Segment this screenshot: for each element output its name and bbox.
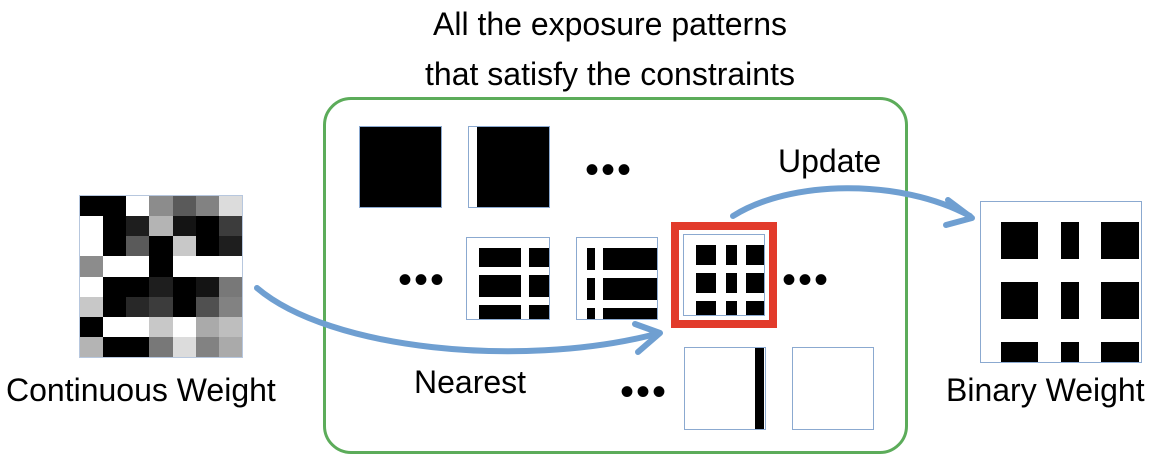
nearest-arrowhead <box>632 321 663 355</box>
continuous-weight-cell <box>126 196 151 217</box>
continuous-weight-cell <box>218 276 242 298</box>
continuous-weight-cell <box>126 316 151 338</box>
continuous-weight-cell <box>149 336 174 357</box>
continuous-weight-cell <box>103 336 128 357</box>
continuous-weight-cell <box>218 216 242 238</box>
continuous-weight-cell <box>149 236 174 258</box>
nearest-label: Nearest <box>414 364 527 400</box>
continuous-weight-cell <box>103 316 128 338</box>
continuous-weight-cell <box>126 276 151 298</box>
continuous-weight-label: Continuous Weight <box>6 372 276 408</box>
nearest-arrow <box>254 285 655 355</box>
pattern-selected-grid <box>683 234 765 316</box>
continuous-weight-cell <box>172 296 197 318</box>
continuous-weight-cell <box>149 196 174 217</box>
continuous-weight-cell <box>218 256 242 278</box>
continuous-weight-cell <box>80 276 104 298</box>
continuous-weight-cell <box>195 276 220 298</box>
continuous-weight-cell <box>218 316 242 338</box>
pattern-empty <box>792 347 874 430</box>
continuous-weight-cell <box>149 216 174 238</box>
continuous-weight-cell <box>149 316 174 338</box>
ellipsis-row-1: ••• <box>585 148 634 192</box>
continuous-weight-cell <box>149 296 174 318</box>
pattern-black-left-stripe <box>468 126 550 208</box>
pattern-grid-a <box>466 237 550 320</box>
pattern-full-black <box>359 126 442 208</box>
continuous-weight-cell <box>195 336 220 357</box>
update-label: Update <box>778 143 882 179</box>
continuous-weight-cell <box>126 236 151 258</box>
continuous-weight-cell <box>80 336 104 357</box>
nearest-pattern-highlight <box>671 222 777 328</box>
continuous-weight-cell <box>195 236 220 258</box>
continuous-weight-grid <box>79 195 243 358</box>
continuous-weight-cell <box>149 276 174 298</box>
ellipsis-row-3: ••• <box>620 370 669 414</box>
continuous-weight-cell <box>218 336 242 357</box>
binary-weight-label: Binary Weight <box>946 372 1145 408</box>
continuous-weight-cell <box>172 336 197 357</box>
candidate-patterns-frame <box>323 97 908 454</box>
binary-weight-grid <box>980 201 1142 363</box>
continuous-weight-cell <box>195 316 220 338</box>
continuous-weight-cell <box>172 216 197 238</box>
continuous-weight-cell <box>126 296 151 318</box>
continuous-weight-cell <box>103 276 128 298</box>
pattern-vertical-stripe <box>684 347 766 430</box>
continuous-weight-cell <box>80 296 104 318</box>
continuous-weight-cell <box>103 216 128 238</box>
continuous-weight-cell <box>172 256 197 278</box>
update-arrowhead <box>943 197 975 228</box>
continuous-weight-cell <box>149 256 174 278</box>
title-line-1: All the exposure patterns <box>433 6 787 42</box>
continuous-weight-cell <box>195 216 220 238</box>
continuous-weight-cell <box>195 196 220 217</box>
update-arrow <box>730 185 973 219</box>
continuous-weight-cell <box>126 216 151 238</box>
continuous-weight-cell <box>126 256 151 278</box>
continuous-weight-cell <box>195 256 220 278</box>
continuous-weight-cell <box>218 236 242 258</box>
continuous-weight-cell <box>172 196 197 217</box>
continuous-weight-cell <box>80 196 104 217</box>
continuous-weight-cell <box>80 256 104 278</box>
title-line-2: that satisfy the constraints <box>425 56 795 92</box>
continuous-weight-cell <box>126 336 151 357</box>
continuous-weight-cell <box>103 296 128 318</box>
continuous-weight-cell <box>103 196 128 217</box>
ellipsis-row-2-right: ••• <box>782 258 831 302</box>
continuous-weight-cell <box>172 316 197 338</box>
continuous-weight-cell <box>80 216 104 238</box>
pattern-grid-b <box>576 237 658 320</box>
continuous-weight-cell <box>195 296 220 318</box>
continuous-weight-cell <box>80 236 104 258</box>
continuous-weight-cell <box>80 316 104 338</box>
continuous-weight-cell <box>172 276 197 298</box>
continuous-weight-cell <box>172 236 197 258</box>
continuous-weight-cell <box>218 196 242 217</box>
continuous-weight-cell <box>218 296 242 318</box>
ellipsis-row-2-left: ••• <box>398 258 447 302</box>
continuous-weight-cell <box>103 236 128 258</box>
continuous-weight-cell <box>103 256 128 278</box>
